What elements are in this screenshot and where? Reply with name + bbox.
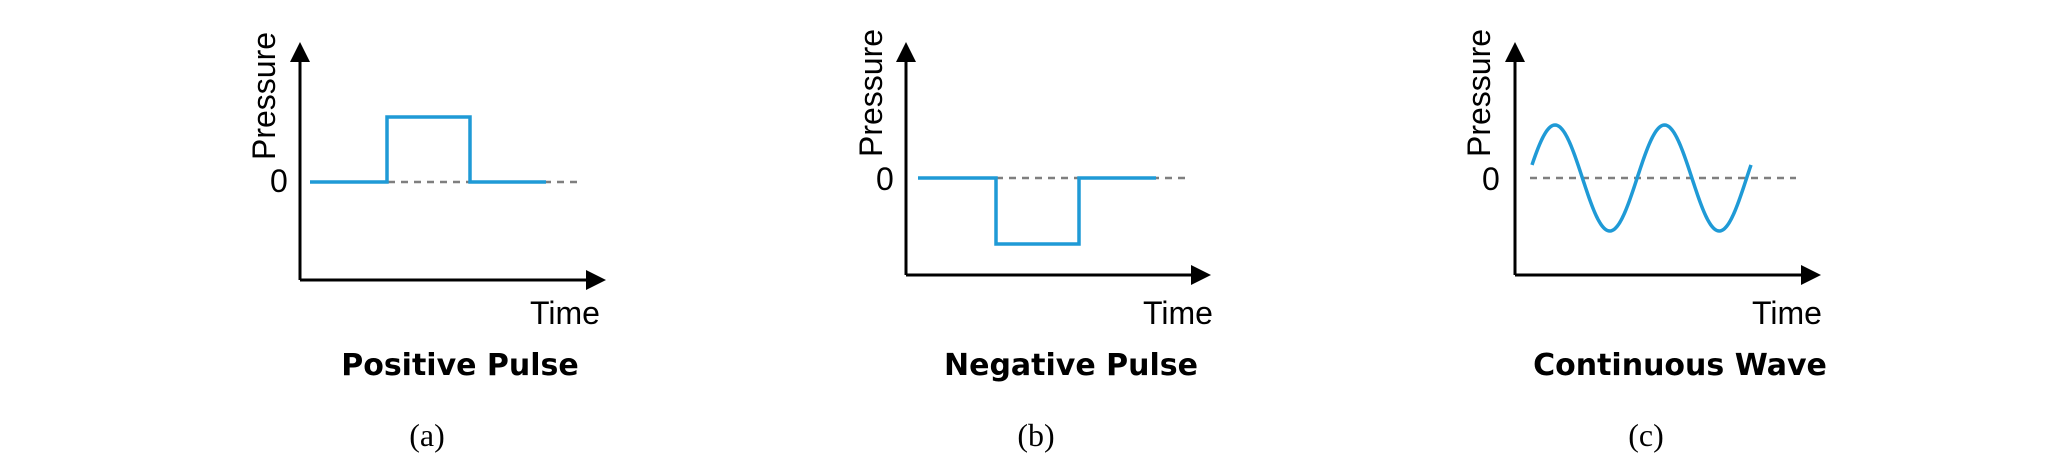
panel-a: Pressure 0 Time Positive Pulse (a) — [246, 32, 606, 453]
panel-c: Pressure 0 Time Continuous Wave (c) — [1461, 29, 1827, 453]
panel-c-y-axis-arrow — [1505, 42, 1525, 62]
panel-a-caption: (a) — [409, 417, 445, 453]
panel-c-x-axis-label: Time — [1752, 295, 1822, 331]
panel-b: Pressure 0 Time Negative Pulse (b) — [853, 29, 1213, 453]
panel-a-x-axis-label: Time — [530, 295, 600, 331]
panel-b-y-axis-arrow — [896, 42, 916, 62]
panel-a-y-axis-label: Pressure — [246, 32, 282, 160]
panel-a-zero-label: 0 — [270, 163, 288, 199]
panel-c-caption: (c) — [1628, 417, 1664, 453]
panel-b-x-axis-arrow — [1191, 265, 1211, 285]
panel-c-zero-label: 0 — [1482, 161, 1500, 197]
panel-b-title: Negative Pulse — [944, 348, 1198, 383]
panel-b-y-axis-label: Pressure — [853, 29, 889, 157]
panel-c-x-axis-arrow — [1801, 265, 1821, 285]
panel-a-x-axis-arrow — [586, 270, 606, 290]
panel-a-positive-pulse-signal — [310, 115, 546, 184]
panel-b-zero-label: 0 — [876, 161, 894, 197]
panel-b-caption: (b) — [1017, 417, 1054, 453]
panel-c-y-axis-label: Pressure — [1461, 29, 1497, 157]
panel-c-sine-wave-signal — [1530, 123, 1753, 233]
panel-a-y-axis-arrow — [290, 42, 310, 62]
panel-b-x-axis-label: Time — [1143, 295, 1213, 331]
panel-b-negative-pulse-signal — [918, 176, 1156, 246]
panel-c-title: Continuous Wave — [1533, 348, 1827, 383]
panel-a-title: Positive Pulse — [341, 348, 579, 383]
